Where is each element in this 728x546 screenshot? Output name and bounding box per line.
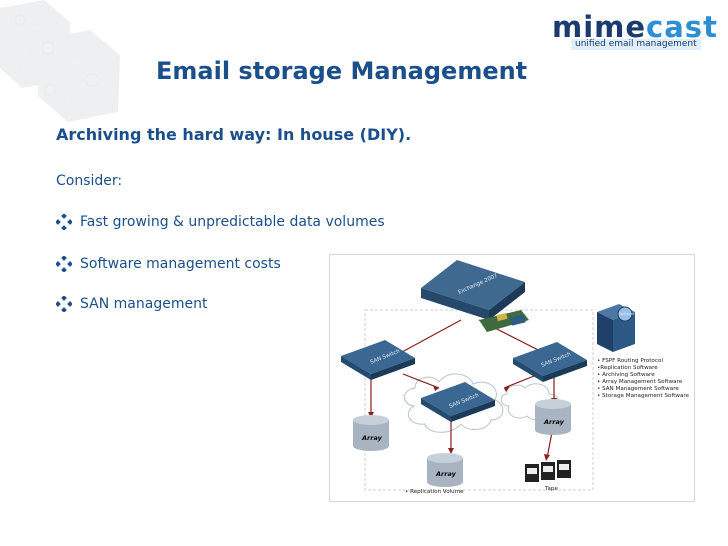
software-box-label: Software — [619, 312, 634, 316]
bullet-text: Software management costs — [80, 256, 281, 272]
bullet-text: SAN management — [80, 296, 208, 312]
storage-array-icon: Array — [427, 453, 463, 487]
storage-array-icon: Array — [535, 399, 571, 435]
network-card-icon — [479, 310, 529, 332]
slide-title: Email storage Management — [156, 57, 528, 85]
tape-label: Tape — [544, 486, 558, 492]
software-list: • FSPF Routing Protocol •Replication Sof… — [597, 358, 690, 399]
san-switch-icon: SAN Switch — [513, 342, 587, 382]
logo-word-mime: mime — [552, 10, 647, 44]
diagram-dashed-boundary — [364, 309, 594, 491]
storage-label: Array — [361, 434, 383, 442]
diamond-bullet-icon — [56, 214, 72, 230]
storage-label: Array — [543, 418, 565, 426]
software-list-item: • Archiving Software — [597, 372, 655, 378]
bullet-item: Software management costs — [56, 254, 281, 274]
logo-tagline: unified email management — [571, 39, 701, 50]
logo-word-cast: cast — [646, 10, 718, 44]
bullet-text: Fast growing & unpredictable data volume… — [80, 214, 385, 230]
bullet-item: SAN management — [56, 294, 207, 314]
exchange-server-icon: Exchange 2007 — [421, 260, 525, 320]
diamond-bullet-icon — [56, 256, 72, 272]
diamond-bullet-icon — [56, 296, 72, 312]
software-list-item: • SAN Management Software — [597, 386, 679, 392]
software-list-item: •Replication Software — [597, 365, 658, 371]
software-list-item: • Storage Management Software — [597, 393, 690, 399]
slide-subtitle: Archiving the hard way: In house (DIY). — [56, 125, 412, 144]
logo-wordmark: mimecast — [552, 10, 718, 44]
tape-library-icon: Tape — [525, 460, 571, 492]
storage-array-icon: Array — [353, 415, 389, 451]
consider-label: Consider: — [56, 173, 123, 189]
decorative-cube-graphic — [0, 0, 120, 122]
replication-note: • Replication Volume — [405, 489, 464, 495]
software-list-item: • Array Management Software — [597, 379, 683, 385]
storage-label: Array — [435, 470, 457, 478]
san-switch-icon: SAN Switch — [341, 340, 415, 380]
mimecast-logo: mimecast unified email management — [552, 10, 722, 50]
san-switch-icon: SAN Switch — [421, 382, 495, 422]
software-list-item: • FSPF Routing Protocol — [597, 358, 663, 364]
software-box-icon: Software — [597, 304, 635, 352]
bullet-item: Fast growing & unpredictable data volume… — [56, 212, 385, 232]
san-network-diagram: Exchange 2007 SAN Switch SAN Switch SAN … — [329, 254, 695, 502]
